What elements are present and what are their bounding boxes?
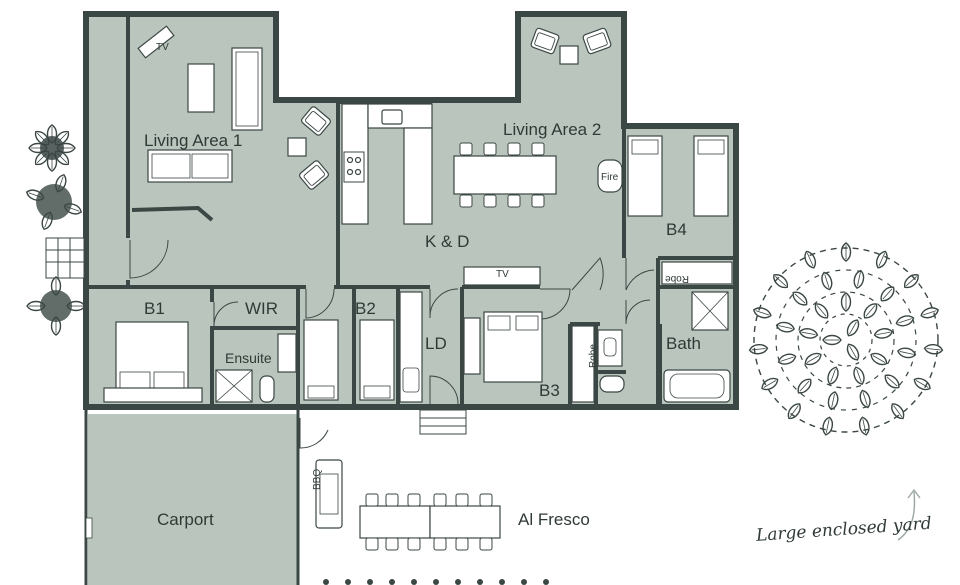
bed-label-b4-single: SB bbox=[636, 170, 653, 185]
room-label-living-1: Living Area 1 bbox=[144, 131, 242, 150]
room-label-living-2: Living Area 2 bbox=[503, 120, 601, 139]
room-label-laundry: LD bbox=[425, 334, 447, 353]
room-label-carport: Carport bbox=[157, 510, 214, 529]
front-steps bbox=[419, 409, 467, 435]
foliage bbox=[24, 124, 944, 585]
room-label-ensuite: Ensuite bbox=[225, 350, 272, 366]
doors bbox=[129, 239, 655, 449]
bed-label-b2-bunk: BB bbox=[368, 344, 385, 359]
walls bbox=[83, 11, 739, 585]
fire-label: Fire bbox=[601, 172, 619, 183]
yard-label: Large enclosed yard bbox=[754, 514, 932, 546]
bed-label-b4-bunk: BB bbox=[702, 170, 719, 185]
hedge-bottom bbox=[323, 579, 549, 585]
furniture bbox=[85, 25, 733, 551]
yard-arrow-icon bbox=[897, 488, 921, 541]
labels: Living Area 1 Living Area 2 K & D B1 WIR… bbox=[141, 42, 932, 546]
shrub-left-top bbox=[28, 124, 76, 172]
room-label-al-fresco: Al Fresco bbox=[518, 510, 590, 529]
room-label-robe-b3: Robe bbox=[588, 344, 599, 368]
room-label-b4: B4 bbox=[666, 220, 687, 239]
room-label-b2: B2 bbox=[355, 299, 376, 318]
tv-label-kd: TV bbox=[496, 269, 509, 280]
tv-label-living-1: TV bbox=[156, 42, 169, 53]
bed-label-b3: QB bbox=[502, 338, 521, 353]
room-label-robe-b4: Robe bbox=[665, 273, 689, 284]
room-label-bath: Bath bbox=[666, 334, 701, 353]
room-label-b3: B3 bbox=[539, 381, 560, 400]
bbq-label: BBQ bbox=[312, 469, 323, 490]
side-path bbox=[88, 16, 128, 284]
side-steps bbox=[45, 237, 85, 279]
tree-large bbox=[748, 242, 944, 437]
shrub-left-bottom bbox=[26, 276, 86, 336]
room-label-kd: K & D bbox=[425, 232, 469, 251]
carport-floor bbox=[88, 414, 298, 585]
bed-label-b1: QB bbox=[141, 346, 160, 361]
shrub-left-mid bbox=[24, 172, 84, 232]
room-label-b1: B1 bbox=[144, 299, 165, 318]
bed-label-b2-single: SB bbox=[311, 344, 328, 359]
room-label-wir: WIR bbox=[245, 299, 278, 318]
